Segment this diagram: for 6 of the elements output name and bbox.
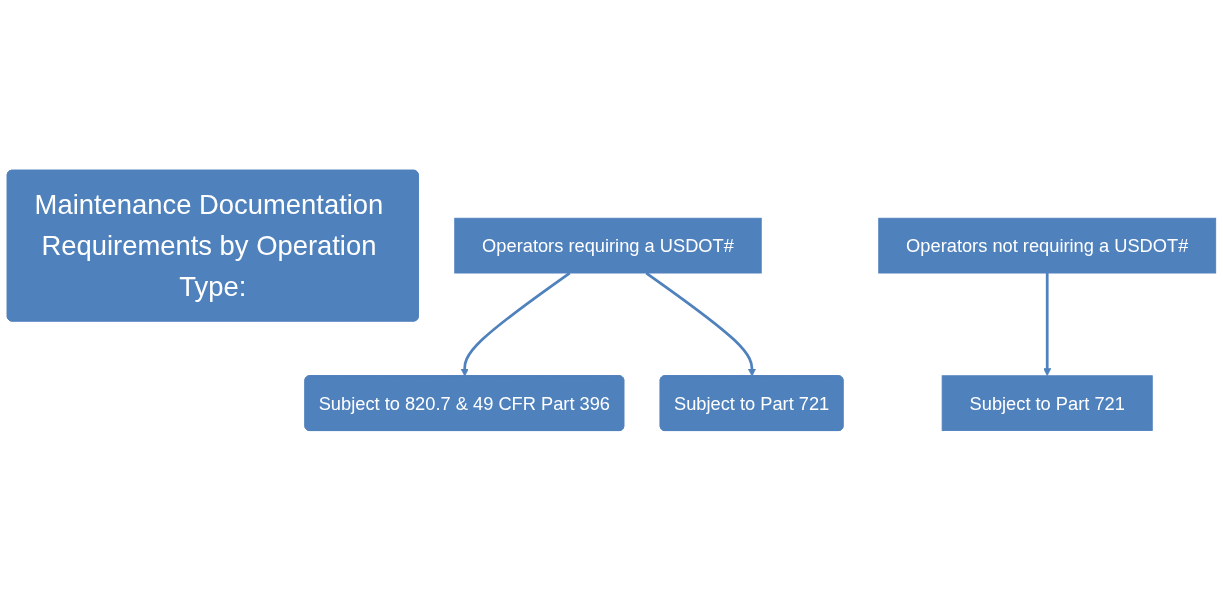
node-box: Operators requiring a USDOT#	[454, 217, 762, 274]
arrow	[645, 271, 756, 377]
arrow	[460, 271, 571, 377]
node-box: Operators not requiring a USDOT#	[878, 217, 1217, 274]
node-box: Subject to Part 721	[941, 374, 1153, 431]
arrow	[1043, 272, 1052, 376]
